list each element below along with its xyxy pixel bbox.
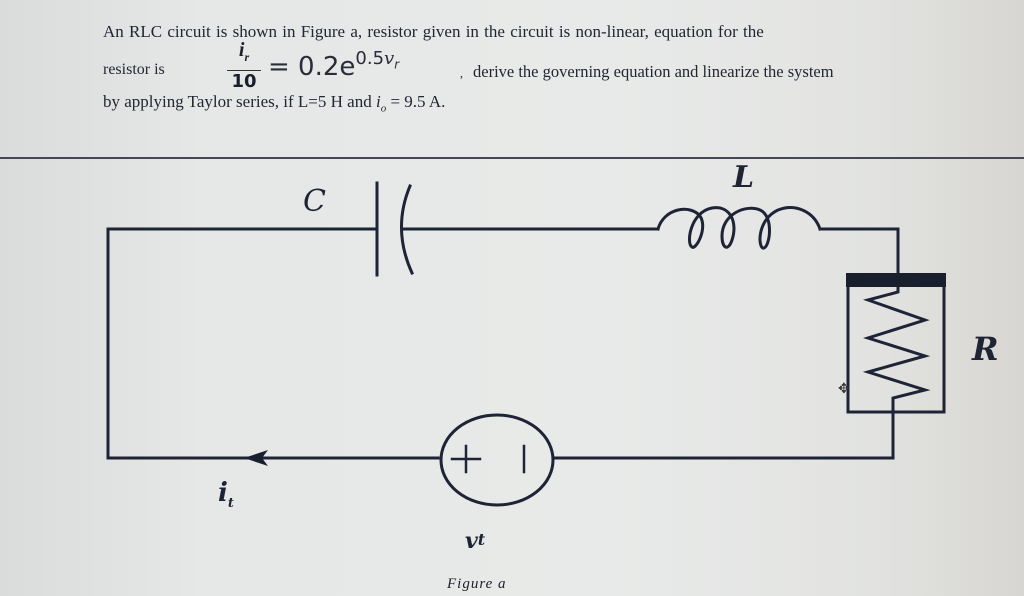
resistor-label: R: [972, 330, 999, 368]
fraction-bar: [227, 70, 261, 71]
problem-line-3: by applying Taylor series, if L=5 H and …: [103, 92, 446, 115]
capacitor-label: C: [303, 184, 326, 219]
problem-statement: An RLC circuit is shown in Figure a, res…: [0, 0, 1024, 158]
equation-exponent: 0.5vr: [355, 48, 400, 72]
comma: ,: [460, 66, 463, 80]
problem-line-1: An RLC circuit is shown in Figure a, res…: [103, 22, 764, 41]
fraction-numerator: ir: [238, 39, 250, 64]
problem-line-2-suffix: derive the governing equation and linear…: [473, 62, 834, 81]
resistor-zigzag: [862, 284, 931, 414]
current-label: it: [218, 478, 234, 512]
initial-current-symbol: io: [375, 92, 387, 115]
figure-caption: Figure a: [447, 576, 507, 592]
section-divider: [0, 157, 1024, 159]
wire-left: [106, 227, 440, 460]
inductor-coil: [656, 206, 822, 250]
inductor-label: L: [733, 160, 755, 195]
equation-fraction: ir 10: [227, 40, 261, 91]
problem-line-2-prefix: resistor is: [103, 61, 165, 78]
voltage-source: [439, 413, 555, 507]
fraction-denominator: 10: [231, 71, 257, 92]
resistor-top-bar: [846, 273, 946, 287]
capacitor-plate-curved: [400, 184, 414, 275]
wire-resistor-source: [551, 410, 895, 460]
move-cursor-icon: ✥: [838, 381, 850, 397]
wire-inductor-resistor: [818, 227, 900, 275]
equation-rhs: = 0.2e0.5vr: [268, 48, 400, 82]
voltage-label: vt: [465, 528, 486, 554]
resistor-box: [846, 274, 946, 414]
current-arrow-icon: [244, 450, 268, 466]
